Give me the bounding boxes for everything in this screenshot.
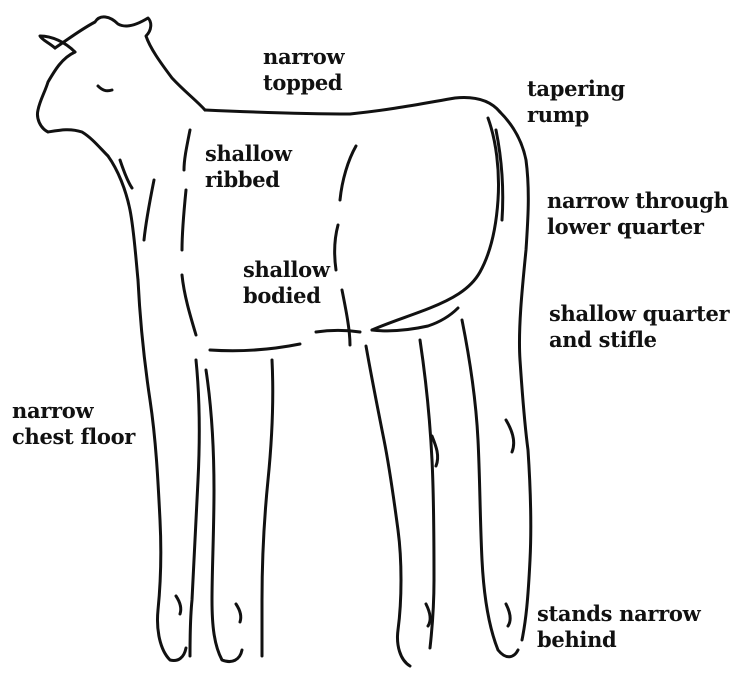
label-shallow-ribbed: shallow ribbed [205,141,292,193]
calf-barrel-line [182,190,186,250]
label-narrow-topped: narrow topped [263,44,344,96]
label-tapering-rump-line1: tapering [527,76,625,102]
label-narrow-through-line1: narrow through [547,188,728,214]
calf-front-hoof-mark-1 [176,596,181,614]
calf-rib-line [184,130,190,170]
calf-rump-outline [500,112,531,640]
label-shallow-quarter-line2: and stifle [549,327,729,353]
label-shallow-quarter-line1: shallow quarter [549,301,729,327]
label-narrow-chest-floor: narrow chest floor [12,398,135,450]
calf-rib-line-2 [144,180,154,240]
calf-barrel-line-2 [182,275,196,335]
calf-front-leg-right [206,370,242,662]
calf-front-leg-right-back [262,360,273,656]
calf-front-hoof-mark-2 [236,604,241,622]
calf-tail [372,118,499,330]
calf-face-outline [37,52,108,156]
label-shallow-bodied-line2: bodied [243,283,330,309]
label-shallow-quarter-and-stifle: shallow quarter and stifle [549,301,729,353]
calf-belly-line [210,344,300,351]
calf-neck-front [108,156,138,280]
label-tapering-rump: tapering rump [527,76,625,128]
label-shallow-bodied-line1: shallow [243,257,330,283]
calf-head-outline [55,17,205,110]
label-narrow-chest-line2: chest floor [12,424,135,450]
calf-belly-line-2 [316,331,360,333]
calf-front-leg-left-back [190,360,199,656]
calf-flank-line-3 [342,290,350,345]
label-narrow-through-lower-quarter: narrow through lower quarter [547,188,728,240]
label-shallow-ribbed-line1: shallow [205,141,292,167]
label-shallow-bodied: shallow bodied [243,257,330,309]
label-stands-narrow-line1: stands narrow [537,601,700,627]
calf-hind-leg-right [462,320,518,657]
calf-eye [98,86,112,91]
calf-hind-hoof-mark-2 [506,604,510,626]
calf-tail-switch [372,308,458,331]
calf-hind-leg-left [366,346,410,666]
calf-topline [205,98,500,114]
calf-hind-hoof-mark [426,604,430,626]
calf-hock-mark-2 [506,420,514,452]
label-stands-narrow-behind: stands narrow behind [537,601,700,653]
label-narrow-topped-line1: narrow [263,44,344,70]
label-narrow-through-line2: lower quarter [547,214,728,240]
label-narrow-topped-line2: topped [263,70,344,96]
label-stands-narrow-line2: behind [537,627,700,653]
calf-hind-leg-inner [420,340,434,648]
label-tapering-rump-line2: rump [527,102,625,128]
label-narrow-chest-line1: narrow [12,398,135,424]
calf-flank-line-2 [335,225,338,270]
calf-flank-line [340,146,356,200]
label-shallow-ribbed-line2: ribbed [205,167,292,193]
